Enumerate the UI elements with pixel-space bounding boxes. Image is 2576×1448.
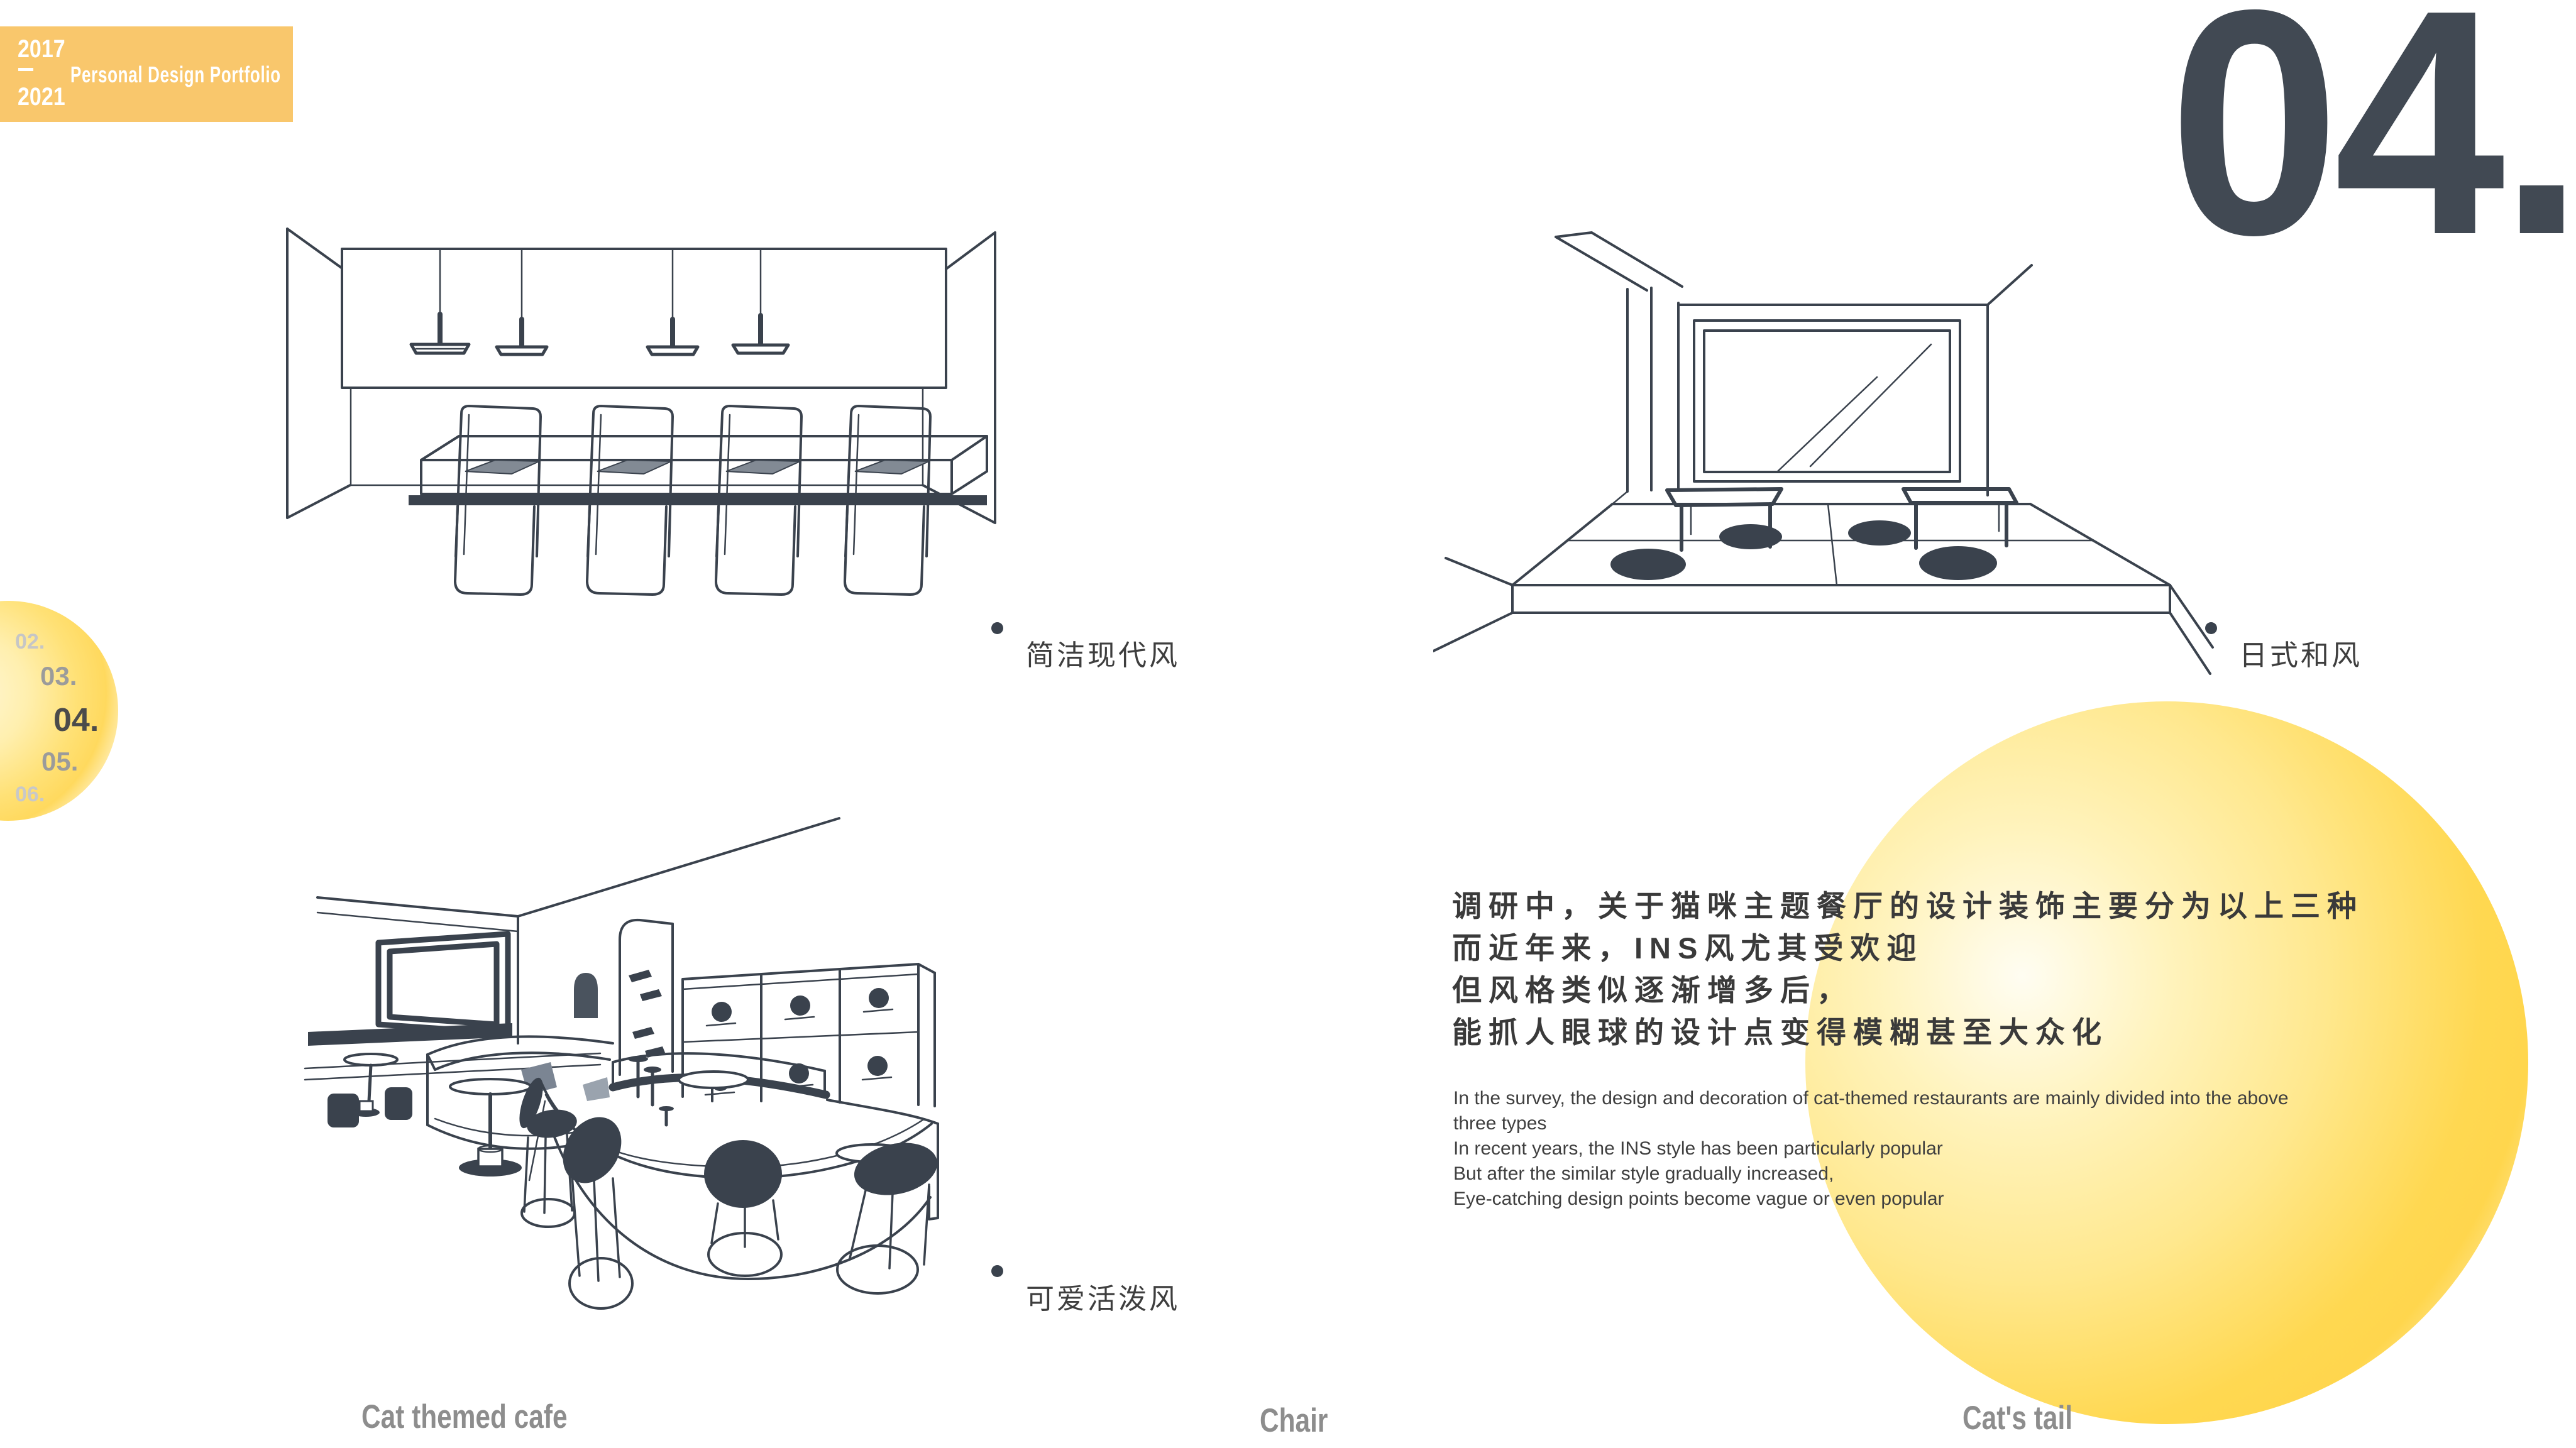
japanese-room-illustration: [1433, 207, 2219, 685]
header-badge: 2017 2021 Personal Design Portfolio: [0, 26, 293, 122]
sidebar-item-06[interactable]: 06.: [15, 782, 45, 806]
japanese-style-label: 日式和风: [2239, 639, 2363, 671]
sidebar-item-05[interactable]: 05.: [41, 747, 79, 776]
section-number: 04.: [2169, 0, 2576, 302]
caption-chair: Chair: [1260, 1402, 1328, 1439]
en-line: Eye-catching design points become vague …: [1453, 1188, 1944, 1209]
survey-heading-zh: 调研中，关于猫咪主题餐厅的设计装饰主要分为以上三种 而近年来，INS风尤其受欢迎…: [1452, 885, 2364, 1053]
en-line: In the survey, the design and decoration…: [1453, 1088, 2289, 1109]
modern-style-label: 简洁现代风: [1026, 639, 1181, 671]
zh-line: 调研中，关于猫咪主题餐厅的设计装饰主要分为以上三种: [1452, 889, 2364, 923]
zh-line: 能抓人眼球的设计点变得模糊甚至大众化: [1452, 1016, 2108, 1049]
survey-paragraph-en: In the survey, the design and decoration…: [1453, 1086, 2289, 1212]
caption-cat-themed-cafe: Cat themed cafe: [361, 1398, 568, 1435]
cute-style-label: 可爱活泼风: [1026, 1283, 1181, 1315]
sidebar-item-03[interactable]: 03.: [40, 661, 77, 691]
en-line: three types: [1453, 1113, 1547, 1134]
sidebar-item-04-active[interactable]: 04.: [53, 702, 99, 738]
zh-line: 而近年来，INS风尤其受欢迎: [1452, 931, 1924, 965]
zh-line: 但风格类似逐渐增多后，: [1452, 974, 1853, 1007]
en-line: But after the similar style gradually in…: [1453, 1163, 1834, 1184]
modern-label-dot: [991, 622, 1003, 634]
cute-label-dot: [991, 1265, 1003, 1277]
badge-year-dash: [18, 68, 33, 71]
badge-year-start: 2017: [18, 35, 65, 63]
background-yellow-circle: [1805, 701, 2528, 1424]
japanese-label-dot: [2205, 622, 2217, 634]
sidebar-item-02[interactable]: 02.: [15, 630, 45, 654]
caption-cats-tail: Cat's tail: [1962, 1400, 2073, 1437]
modern-cafe-illustration: [264, 207, 1018, 622]
page-title: Personal Design Portfolio: [70, 62, 281, 87]
en-line: In recent years, the INS style has been …: [1453, 1138, 1943, 1159]
badge-year-end: 2021: [18, 83, 65, 111]
cute-cafe-illustration: [270, 811, 1056, 1364]
